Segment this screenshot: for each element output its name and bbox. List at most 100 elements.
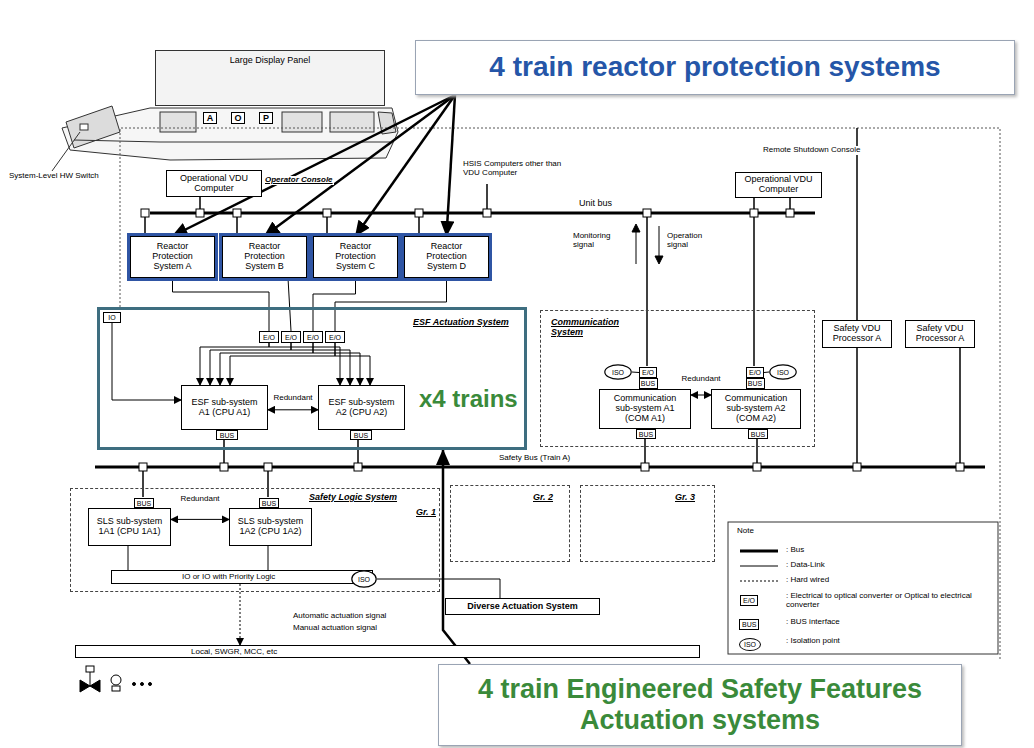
node-text: Communication System	[551, 317, 631, 338]
drop-line	[753, 197, 755, 366]
node-text: Safety Logic System	[309, 492, 397, 502]
label: Note	[736, 527, 755, 536]
node-text: SLS sub-system 1A1 (CPU 1A1)	[94, 517, 165, 537]
rps-box: Reactor Protection System D	[404, 236, 489, 278]
eo-converter: E/O	[639, 367, 657, 378]
iso-ellipse	[352, 571, 376, 587]
node-text: BUS	[751, 431, 765, 438]
legend-text: : BUS interface	[785, 618, 992, 627]
console-monitor	[330, 112, 374, 132]
drop-line	[646, 213, 648, 366]
drop-line	[856, 348, 858, 467]
node-text: IO or IO with Priority Logic	[182, 573, 275, 581]
callout-box: 4 train reactor protection systems	[415, 40, 1015, 95]
label: Manual actuation signal	[292, 624, 378, 633]
node-text: SLS sub-system 1A2 (CPU 1A2)	[235, 517, 306, 537]
node-text: Gr. 2	[533, 492, 553, 502]
edge-label: Redundant	[680, 375, 721, 383]
subsystem-box: Communication sub-system A2 (COM A2)	[711, 389, 801, 429]
node-text: E/O	[749, 369, 761, 376]
label: Monitoring signal	[572, 232, 629, 250]
eo-converter: E/O	[303, 331, 323, 343]
connector	[335, 343, 370, 385]
connector	[691, 395, 711, 396]
node-text: E/O	[263, 334, 275, 341]
connector	[220, 343, 313, 385]
bus-junction	[264, 463, 272, 471]
legend-box	[728, 522, 998, 654]
rps-box: Reactor Protection System B	[222, 236, 307, 278]
label: System-Level HW Switch	[8, 172, 102, 181]
legend-sample: E/O	[740, 595, 758, 606]
bus-junction	[139, 463, 147, 471]
hard-wired-frame	[120, 128, 1000, 660]
esf-system-frame: ESF Actuation SystemIOE/OE/OE/OE/OESF su…	[97, 307, 527, 450]
bus-junction	[750, 209, 758, 217]
node-text: Reactor Protection System A	[141, 242, 204, 272]
node-text: ISO	[612, 369, 624, 376]
console-monitor	[160, 112, 196, 132]
console-key: A	[203, 112, 217, 124]
bus-interface: BUS	[350, 430, 372, 440]
bus-junction	[483, 209, 491, 217]
bus-junctions	[139, 463, 964, 471]
connector	[230, 343, 335, 385]
diverse-system-box: Diverse Actuation System	[445, 598, 600, 615]
legend-text: : Hard wired	[785, 576, 992, 585]
legend-frame	[728, 522, 998, 654]
drop-line	[856, 128, 858, 320]
motor-base	[112, 686, 120, 691]
safety-bus	[95, 128, 985, 497]
bus-junction	[753, 463, 761, 471]
bus-junction	[643, 209, 651, 217]
bus-junctions	[141, 209, 794, 217]
bus-junction	[196, 209, 204, 217]
node-text: BUS	[262, 500, 276, 507]
processor-box: Safety VDU Processor A	[822, 320, 892, 348]
bus-junction	[786, 209, 794, 217]
node-text: ESF sub-system A1 (CPU A1)	[187, 398, 262, 418]
callout-arrow	[173, 95, 456, 236]
label: x4 trains	[418, 386, 519, 412]
legend-datalink-sample	[740, 566, 778, 567]
eo-converter: E/O	[325, 331, 345, 343]
drop-line	[959, 348, 961, 467]
connector	[268, 409, 318, 410]
connector	[171, 519, 229, 520]
connector	[377, 579, 500, 598]
bus-interface: BUS	[636, 429, 656, 439]
connector	[210, 343, 291, 385]
console-key: O	[231, 112, 245, 124]
eo-converter: E/O	[281, 331, 301, 343]
node-text: Large Display Panel	[156, 55, 384, 65]
node-text: BUS	[137, 500, 151, 507]
subsystem-box: ESF sub-system A1 (CPU A1)	[181, 385, 268, 430]
connector	[240, 584, 241, 645]
motor-symbol	[111, 675, 121, 685]
unit-bus	[145, 184, 815, 366]
bus-junction	[956, 463, 964, 471]
node-text: O	[234, 114, 241, 123]
connector	[173, 278, 270, 331]
node-text: ESF sub-system A2 (CPU A2)	[324, 398, 399, 418]
isolation-point: ISO	[604, 364, 632, 380]
connector	[268, 546, 269, 570]
node-text: BUS	[639, 431, 653, 438]
label: Operation signal	[666, 232, 713, 250]
node-text: 4 train reactor protection systems	[489, 51, 940, 83]
subsystem-box: ESF sub-system A2 (CPU A2)	[318, 385, 405, 430]
rps-box: Reactor Protection System A	[130, 236, 215, 278]
node-text: Reactor Protection System C	[324, 242, 387, 272]
legend-bus-sample	[740, 550, 778, 553]
node-text: E/O	[285, 334, 297, 341]
bus-interface: BUS	[748, 429, 768, 439]
connector	[291, 343, 350, 385]
legend-sample: ISO	[739, 638, 761, 651]
computer-box: Operational VDU Computer	[166, 170, 262, 197]
node-text: Local, SWGR, MCC, etc	[191, 648, 277, 656]
callout-arrow	[443, 450, 470, 664]
node-text: ISO	[358, 576, 370, 583]
connector	[632, 372, 639, 374]
